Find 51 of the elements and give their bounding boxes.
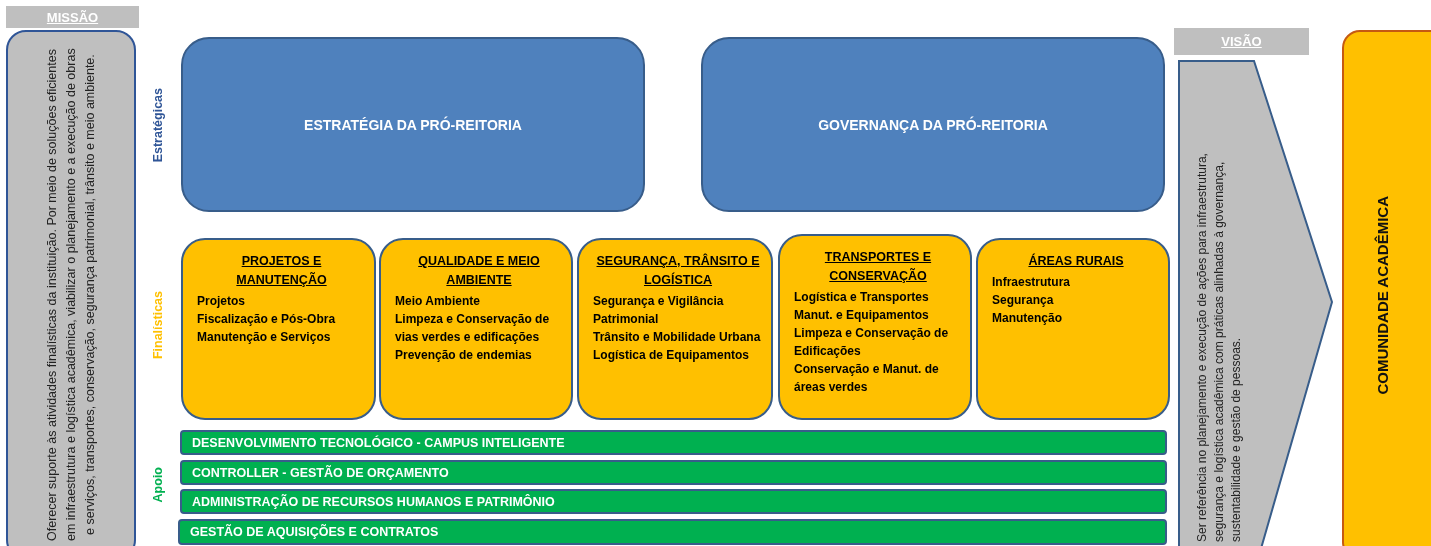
process-box (181, 238, 376, 420)
list-item: Infraestrutura (992, 274, 1071, 291)
box-heading: PROJETOS E MANUTENÇÃO (235, 253, 328, 289)
support-bar (178, 519, 1167, 545)
list-item: Segurança e Vigilância Patrimonial (593, 293, 725, 328)
vision-text: Ser referência no planejamento e execução de ações para infraestrutura, segurança e logística acadêmica com práticas alinhadas à governança, sustentabilidade e gestão de pessoas. (1194, 152, 1244, 542)
process-box (778, 234, 972, 420)
section-header (1174, 28, 1309, 55)
list-item: Manutenção (992, 310, 1062, 327)
row-label: Apoio (151, 467, 165, 503)
strategy-title: GOVERNANÇA DA PRÓ-REITORIA (818, 116, 1048, 133)
strategy-box (181, 37, 645, 212)
support-bar (180, 430, 1167, 455)
row-label: Finalísticas (151, 290, 165, 360)
list-item: Limpeza e Conservação de vias verdes e edificações (395, 311, 551, 346)
list-item: Projetos (197, 293, 245, 310)
community-title: COMUNIDADE ACADÊMICA (1374, 195, 1391, 395)
bar-title: ADMINISTRAÇÃO DE RECURSOS HUMANOS E PATRIMÔNIO (192, 494, 555, 509)
mission-box (6, 30, 136, 546)
list-item: Trânsito e Mobilidade Urbana (593, 329, 761, 346)
support-bar (180, 460, 1167, 485)
process-box (577, 238, 773, 420)
section-header (6, 6, 139, 28)
list-item: Prevenção de endemias (395, 347, 532, 364)
section-title: VISÃO (1221, 34, 1262, 49)
list-item: Segurança (992, 292, 1054, 309)
mission-text: Oferecer suporte às atividades finalísticas da instituição. Por meio de soluções eficientes em infraestrutura e logística acadêmica, viabilizar o planejamento e a execução de obras e serviços, transportes, conservação, segurança patrimonial, trânsito e meio ambiente. (43, 47, 98, 544)
box-heading: SEGURANÇA, TRÂNSITO E LOGÍSTICA (595, 252, 761, 289)
strategy-box (701, 37, 1165, 212)
list-item: Manutenção e Serviços (197, 329, 331, 346)
box-heading: ÁREAS RURAIS (1028, 252, 1124, 270)
section-title: MISSÃO (46, 9, 99, 25)
process-box (976, 238, 1170, 420)
list-item: Limpeza e Conservação de Edificações (794, 325, 950, 360)
strategy-title: ESTRATÉGIA DA PRÓ-REITORIA (304, 116, 522, 133)
list-item: Manut. e Equipamentos (794, 307, 929, 324)
list-item: Fiscalização e Pós-Obra (197, 311, 336, 328)
row-label: Estratégicas (151, 87, 165, 163)
list-item: Conservação e Manut. de áreas verdes (794, 361, 940, 396)
support-bar (180, 489, 1167, 514)
bar-title: CONTROLLER - GESTÃO DE ORÇAMENTO (192, 465, 449, 480)
list-item: Meio Ambiente (395, 293, 480, 310)
list-item: Logística de Equipamentos (593, 347, 750, 364)
vision-panel (1178, 60, 1334, 546)
bar-title: GESTÃO DE AQUISIÇÕES E CONTRATOS (190, 525, 439, 539)
box-heading: QUALIDADE E MEIO AMBIENTE (417, 253, 541, 289)
list-item: Logística e Transportes (794, 289, 929, 306)
bar-title: DESENVOLVIMENTO TECNOLÓGICO - CAMPUS INTELIGENTE (192, 435, 565, 450)
box-heading: TRANSPORTES E CONSERVAÇÃO (823, 249, 933, 285)
process-box (379, 238, 573, 420)
community-box (1342, 30, 1431, 546)
